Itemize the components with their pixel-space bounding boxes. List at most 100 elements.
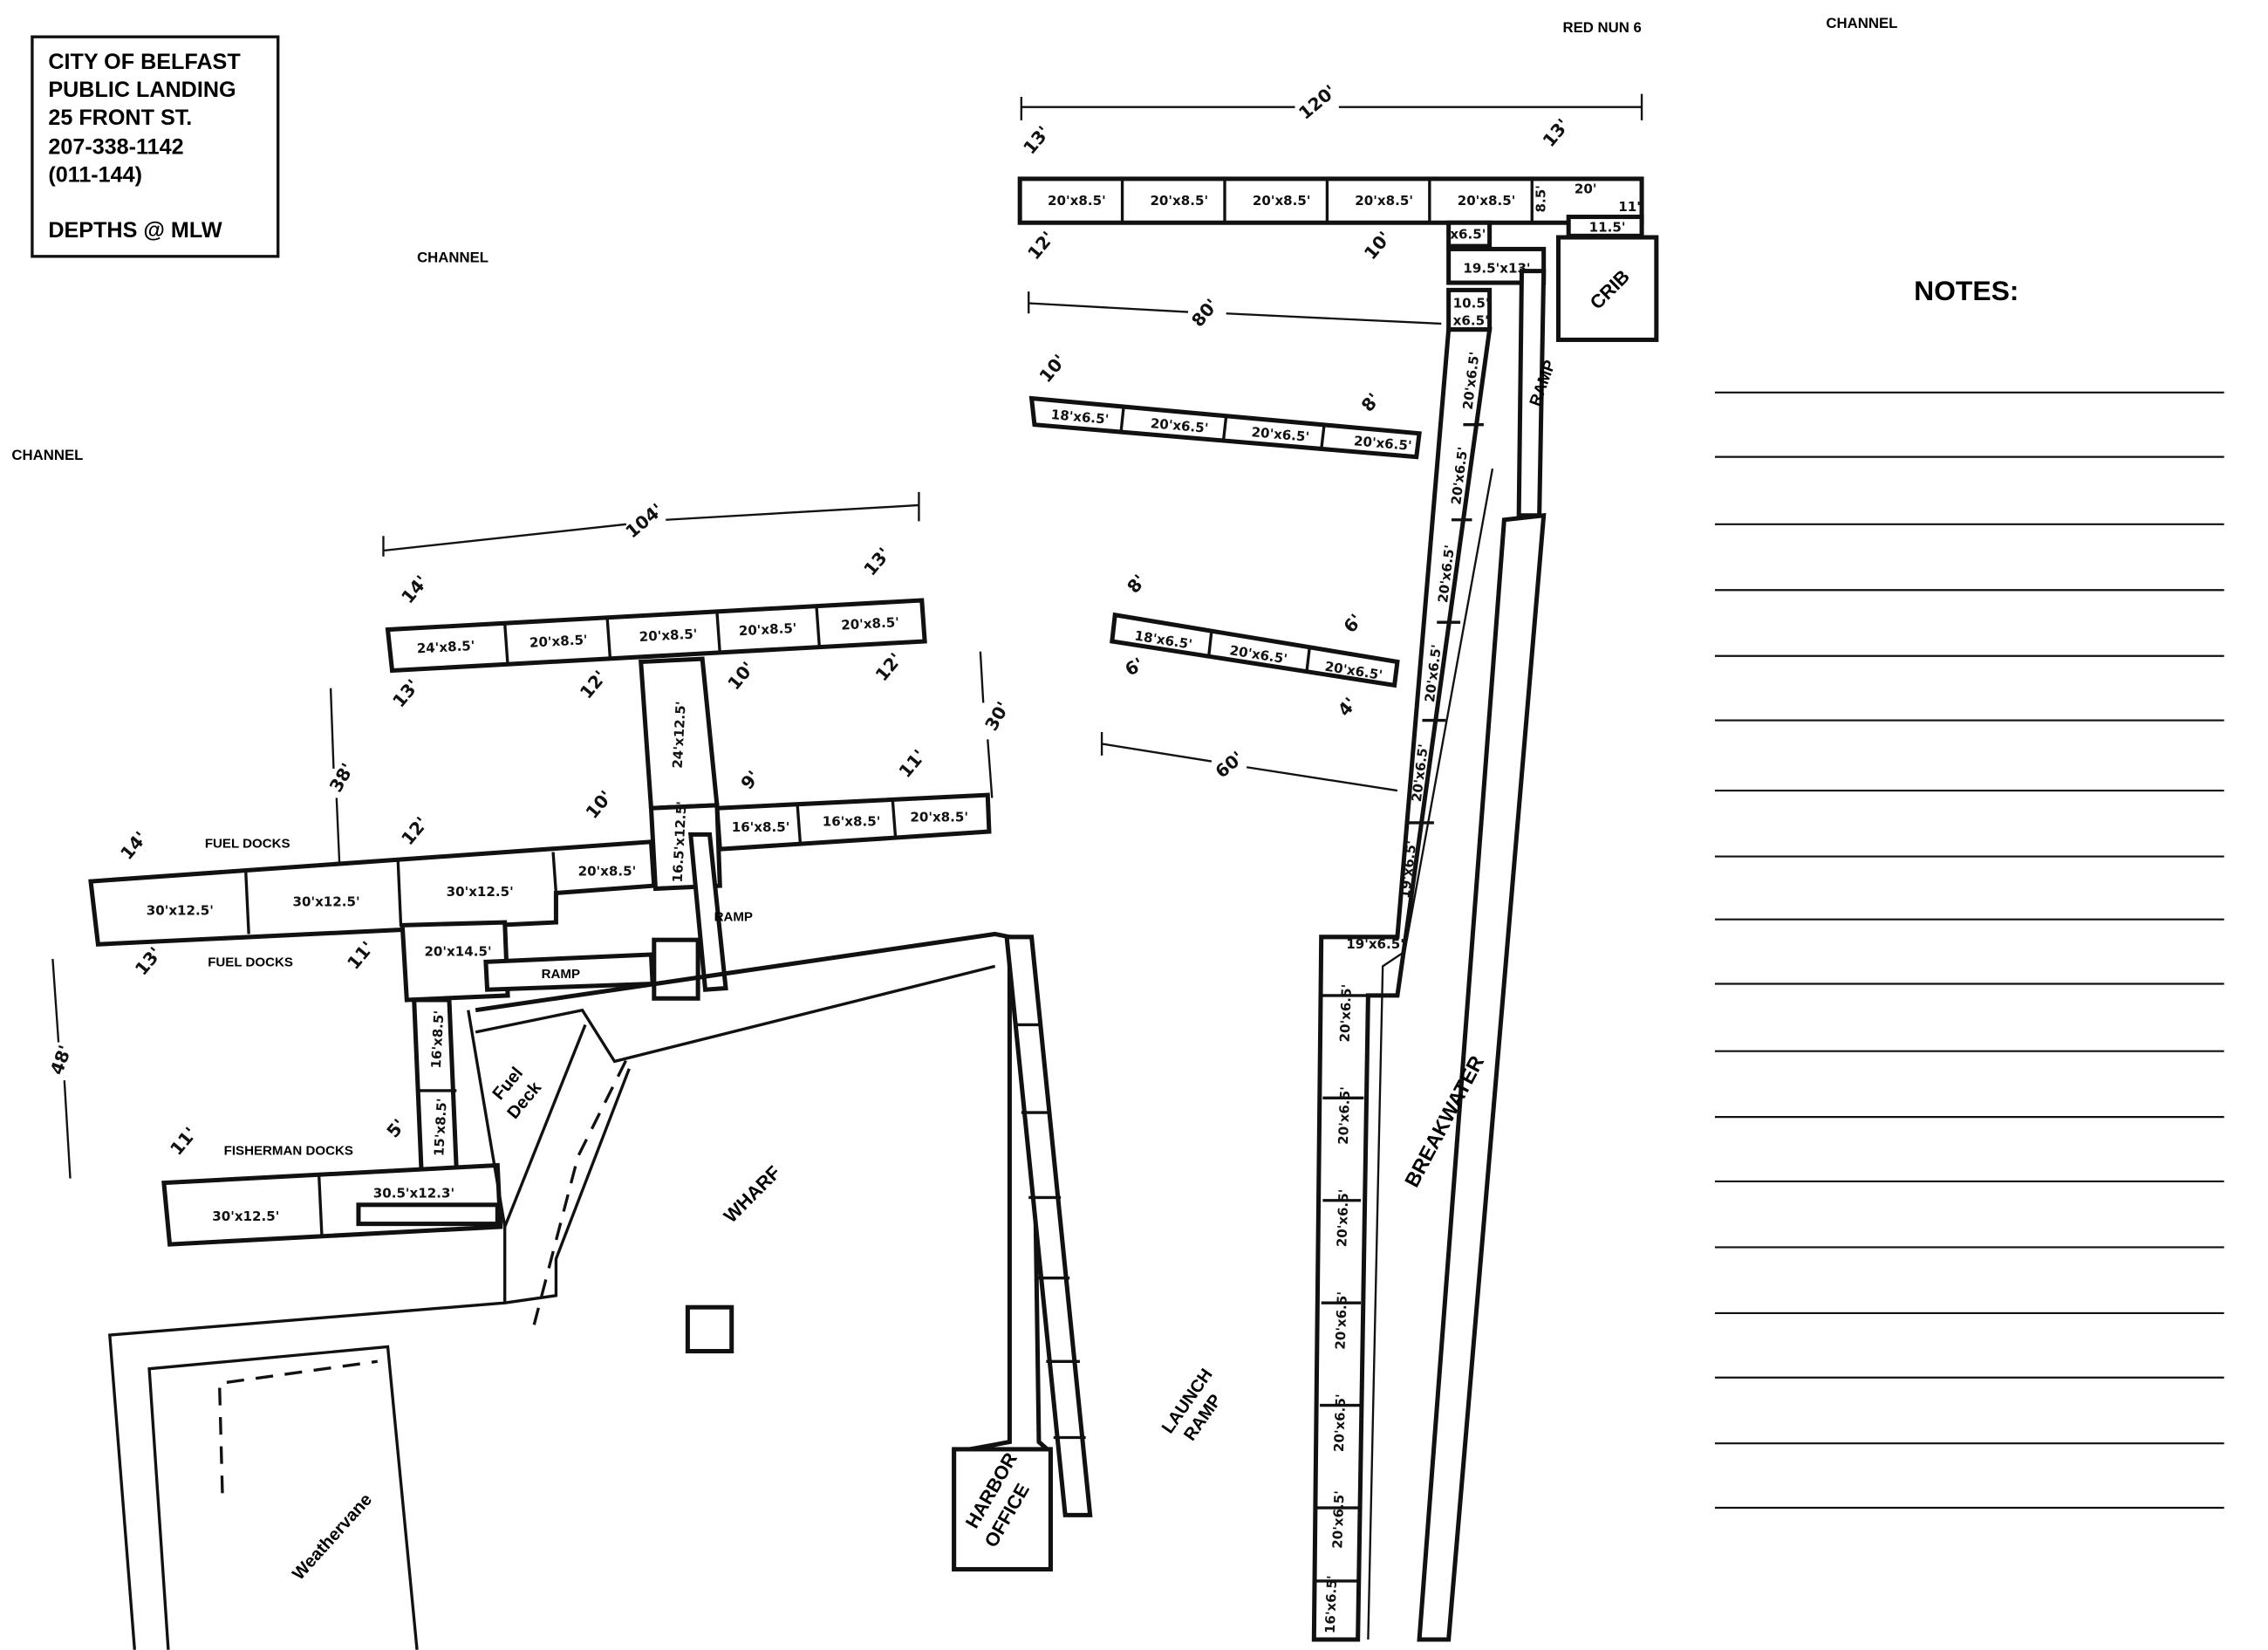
slip-label: 20'x14.5' bbox=[424, 944, 491, 960]
slip-label: 30'x12.5' bbox=[447, 884, 514, 900]
slip-label: 16'x8.5' bbox=[732, 819, 790, 835]
slip-label: 20'x8.5' bbox=[910, 809, 968, 825]
dimension-80: 80' bbox=[1187, 295, 1222, 332]
info-phone: 207-338-1142 bbox=[48, 134, 183, 159]
slip-label: 16'x8.5' bbox=[428, 1010, 447, 1069]
slip-label: 20'x6.5' bbox=[1333, 1291, 1350, 1350]
slip-label: 20'x6.5' bbox=[1251, 424, 1310, 445]
slip-label: 30'x12.5' bbox=[147, 903, 214, 919]
slip-label: 20'x6.5' bbox=[1353, 433, 1412, 454]
slip-label: 20'x6.5' bbox=[1150, 415, 1209, 436]
depth-label: 6' bbox=[1121, 654, 1146, 681]
channel-label-top: CHANNEL bbox=[417, 250, 488, 266]
red-nun-label: RED NUN 6 bbox=[1562, 19, 1641, 36]
dimension-104: 104' bbox=[621, 499, 666, 542]
depth-label: 13' bbox=[388, 675, 423, 712]
slip-label: 30.5'x12.3' bbox=[373, 1185, 454, 1201]
slip-label: 10.5' bbox=[1453, 296, 1490, 312]
fisherman-docks: FISHERMAN DOCKS 11' 5' 30'x12.5' 30.5'x1… bbox=[161, 1115, 503, 1247]
slip-label: x6.5' bbox=[1453, 313, 1489, 329]
depth-label: 13' bbox=[1019, 122, 1054, 159]
depth-label: 12' bbox=[397, 812, 432, 849]
depth-label: 11' bbox=[894, 745, 929, 782]
slip-label: 11.5' bbox=[1589, 219, 1626, 235]
main-dock-breakwater: 20'x6.5' 20'x6.5' 20'x6.5' 20'x6.5' 20'x… bbox=[1311, 269, 1559, 1642]
slip-label: 19'x6.5' bbox=[1346, 936, 1404, 952]
dimension-30: 30' bbox=[980, 698, 1014, 735]
depth-label: 14' bbox=[116, 827, 151, 864]
channel-label-right: CHANNEL bbox=[1826, 15, 1897, 31]
slip-label: 24'x12.5' bbox=[670, 701, 689, 769]
fuel-docks-label: FUEL DOCKS bbox=[208, 955, 293, 969]
depth-label: 10' bbox=[1035, 350, 1069, 387]
middle-dock: 80' 18'x6.5' 20'x6.5' 20'x6.5' 20'x6.5' … bbox=[1028, 291, 1442, 460]
wharf-label: WHARF bbox=[720, 1161, 785, 1227]
depth-label: 6' bbox=[1339, 610, 1366, 637]
ramp-label: RAMP bbox=[542, 967, 580, 982]
depth-label: 13' bbox=[131, 943, 166, 980]
depth-label: 13' bbox=[1539, 114, 1574, 151]
info-address: 25 FRONT ST. bbox=[48, 106, 192, 130]
slip-label: 20'x8.5' bbox=[841, 614, 900, 633]
depth-label: 10' bbox=[1360, 227, 1395, 264]
depth-label: 12' bbox=[576, 667, 611, 703]
slip-label: 15'x8.5' bbox=[431, 1098, 449, 1157]
depth-label: 4' bbox=[1334, 694, 1361, 721]
top-left-dock: 104' 24'x8.5' 20'x8.5' 20'x8.5' 20'x8.5'… bbox=[382, 491, 1014, 892]
slip-label: 20'x6.5' bbox=[1336, 1086, 1353, 1145]
depth-label: 5' bbox=[382, 1115, 409, 1142]
ramp-label: RAMP bbox=[714, 909, 753, 924]
slip-label: 18'x6.5' bbox=[1050, 407, 1110, 428]
depth-label: 8' bbox=[1123, 571, 1150, 598]
slip-label: 24'x8.5' bbox=[416, 638, 475, 656]
slip-label: 20'x8.5' bbox=[639, 626, 698, 645]
info-depths-note: DEPTHS @ MLW bbox=[48, 218, 222, 243]
dimension-48: 48' bbox=[46, 1043, 76, 1078]
slip-label: 30'x12.5' bbox=[292, 894, 359, 910]
slip-label: 20'x6.5' bbox=[1337, 983, 1355, 1042]
fuel-docks-label: FUEL DOCKS bbox=[205, 837, 290, 852]
slip-label: 20'x8.5' bbox=[1253, 193, 1311, 209]
depth-label: 12' bbox=[871, 649, 906, 686]
dimension-120: 120' bbox=[1295, 80, 1340, 123]
depth-label: 14' bbox=[397, 572, 432, 608]
notes-section: NOTES: bbox=[1714, 275, 2224, 1510]
slip-label: 19.5'x13' bbox=[1463, 260, 1530, 276]
depth-label: 9' bbox=[736, 766, 763, 793]
slip-label: 20'x8.5' bbox=[1150, 193, 1208, 209]
info-landing: PUBLIC LANDING bbox=[48, 78, 236, 102]
info-code: (011-144) bbox=[48, 162, 142, 187]
slip-label: 16.5'x12.5' bbox=[670, 801, 690, 883]
slip-label: 20'x8.5' bbox=[578, 863, 637, 879]
slip-label: 8.5' bbox=[1533, 185, 1548, 212]
depth-label: 11' bbox=[343, 937, 378, 974]
lower-dock: 18'x6.5' 20'x6.5' 20'x6.5' 8' 6' 6' 4' 6… bbox=[1100, 571, 1400, 792]
slip-label: 20' bbox=[1575, 181, 1597, 197]
depth-label: 10' bbox=[723, 658, 758, 695]
slip-label: 20'x8.5' bbox=[1048, 193, 1106, 209]
slip-label: 30'x12.5' bbox=[212, 1208, 279, 1224]
depth-label: 8' bbox=[1357, 389, 1384, 416]
weathervane-label: Weathervane bbox=[289, 1490, 376, 1584]
slip-label: 11' bbox=[1618, 199, 1641, 215]
depth-label: 12' bbox=[1023, 227, 1058, 264]
slip-label: 20'x8.5' bbox=[738, 620, 797, 639]
slip-label: 20'x6.5' bbox=[1331, 1393, 1349, 1452]
slip-label: 20'x8.5' bbox=[1458, 193, 1516, 209]
slip-label: x6.5' bbox=[1450, 227, 1486, 243]
dimension-60: 60' bbox=[1211, 747, 1247, 782]
top-right-dock: 120' 20'x8.5' 20'x8.5' 20'x8.5' 20'x8.5'… bbox=[1017, 80, 1659, 342]
slip-label: 20'x6.5' bbox=[1334, 1188, 1351, 1247]
info-city: CITY OF BELFAST bbox=[48, 50, 241, 74]
notes-title: NOTES: bbox=[1914, 275, 2019, 306]
wharf: WHARF Fuel Deck HARBOR OFFICE LAUNCH RAM… bbox=[108, 931, 1226, 1650]
fisherman-docks-label: FISHERMAN DOCKS bbox=[224, 1144, 353, 1159]
info-box: CITY OF BELFAST PUBLIC LANDING 25 FRONT … bbox=[31, 35, 280, 258]
depth-label: 10' bbox=[581, 786, 616, 823]
slip-label: 16'x6.5' bbox=[1322, 1575, 1340, 1633]
slip-label: 20'x6.5' bbox=[1329, 1490, 1347, 1549]
depth-label: 13' bbox=[859, 544, 894, 580]
slip-label: 20'x8.5' bbox=[1355, 193, 1413, 209]
channel-label-left: CHANNEL bbox=[11, 447, 83, 463]
